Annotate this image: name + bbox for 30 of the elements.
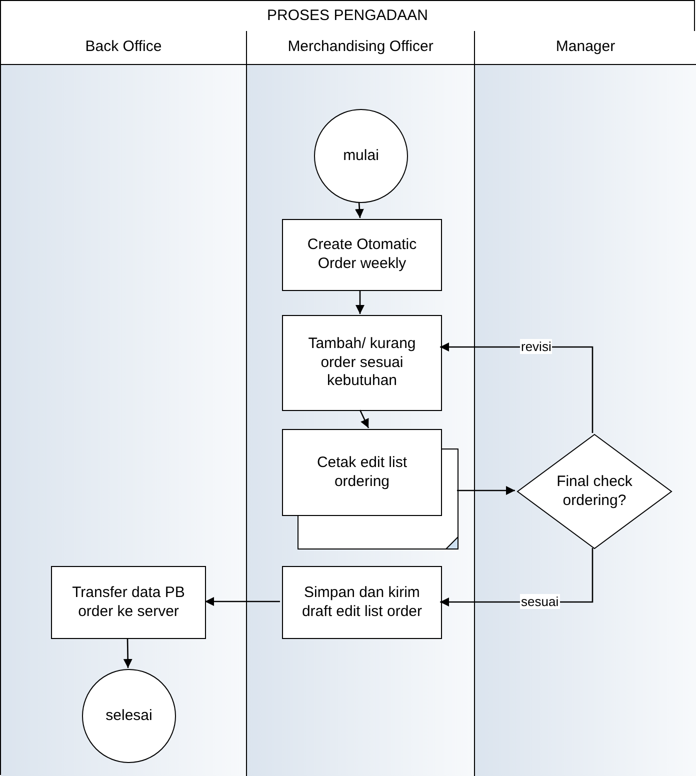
arrow	[457, 486, 515, 495]
arrow	[359, 410, 370, 428]
edge-label: sesuai	[520, 594, 560, 609]
start-circle	[314, 109, 408, 203]
node-label: Cetak edit list ordering	[316, 452, 408, 492]
process-box	[51, 566, 206, 639]
end-circle	[82, 669, 176, 763]
edge-label: revisi	[520, 339, 552, 354]
lane-header: Back Office	[1, 31, 246, 65]
lane-header: Merchandising Officer	[247, 31, 474, 65]
arrow	[354, 202, 364, 218]
decision-diamond	[517, 434, 672, 549]
node-label: Transfer data PB order ke server	[71, 584, 186, 622]
arrow	[123, 638, 132, 668]
process-box	[282, 219, 442, 291]
lane-header: Manager	[475, 31, 696, 65]
node-label: Create Otomatic Order weekly	[306, 236, 418, 274]
process-box	[282, 315, 442, 411]
node-label: Final check ordering?	[556, 472, 634, 510]
node-label: selesai	[104, 706, 154, 726]
arrow	[205, 597, 280, 606]
swimlane	[1, 31, 246, 776]
node-label: Tambah/ kurang order sesuai kebutuhan	[307, 334, 417, 392]
multi-document-shape	[282, 429, 459, 550]
node-label: Simpan dan kirim draft edit list order	[300, 584, 424, 622]
swimlane	[474, 31, 696, 776]
node-label: mulai	[342, 146, 380, 166]
arrow	[356, 290, 364, 314]
swimlane	[246, 31, 474, 776]
process-box	[282, 566, 442, 639]
